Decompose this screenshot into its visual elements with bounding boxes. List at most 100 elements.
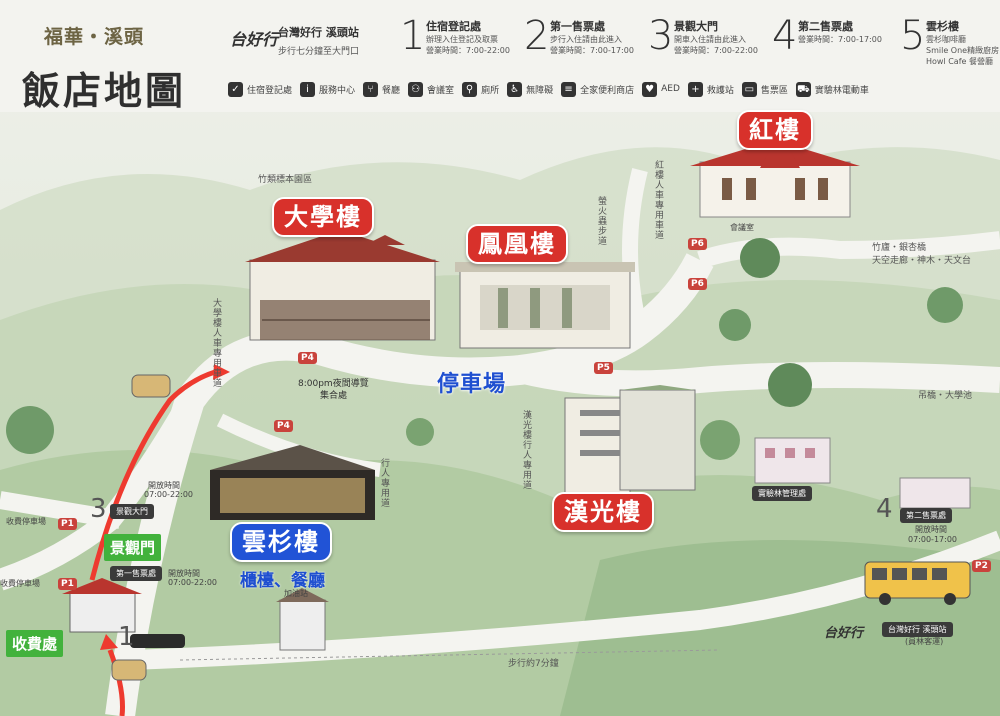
phoenix-sign: 鳳凰樓 <box>466 224 568 264</box>
store-icon: ≡ <box>561 81 577 97</box>
gas-station-label: 加油站 <box>284 589 308 598</box>
legend-label: 住宿登記處 <box>247 85 293 96</box>
scenic-gate-pill: 景觀大門 <box>110 504 154 519</box>
meeting-icon: ⚇ <box>408 81 424 97</box>
hanguang-sign: 漢光樓 <box>552 492 654 532</box>
cart-icon: ⛟ <box>795 81 811 97</box>
legend-label: 廁所 <box>481 85 500 96</box>
open-time-b-label: 開放時間 <box>168 569 200 578</box>
step-hours: 營業時間：7:00-22:00 <box>674 46 758 55</box>
legend-item: ⚇會議室 <box>408 81 455 97</box>
legend-label: 實驗林電動車 <box>814 85 869 96</box>
parking-badge-p1: P1 <box>58 578 77 590</box>
restroom-icon: ⚲ <box>462 81 478 97</box>
open-hours-a-label: 07:00-22:00 <box>144 490 193 499</box>
step-desc: 雲杉咖啡廳 <box>926 35 966 44</box>
yunshan-subtitle: 櫃檯、餐廳 <box>240 571 325 591</box>
firefly-path-label: 螢火蟲步道 <box>596 196 606 246</box>
step-title: 雲杉樓 <box>926 20 959 33</box>
legend-item: ✓ 住宿登記處 <box>228 81 293 97</box>
meeting-point-label: 集合處 <box>320 391 348 401</box>
red-house-sign: 紅樓 <box>737 110 813 150</box>
legend-label: 服務中心 <box>319 85 356 96</box>
fork-knife-icon: ⑂ <box>363 81 379 97</box>
step-desc: 辦理入住登記及取票 <box>426 35 498 44</box>
toll-green-label: 收費處 <box>6 630 64 657</box>
mgmt-office-label: 實驗林管理處 <box>752 486 812 501</box>
step-1: 1 住宿登記處 辦理入住登記及取票 營業時間：7:00-22:00 <box>400 16 520 72</box>
legend-label: 會議室 <box>427 85 455 96</box>
step-number: 5 <box>900 13 926 59</box>
bamboo-garden-label: 竹類標本園區 <box>258 175 313 185</box>
fee-parking-2-label: 收費停車場 <box>0 579 40 588</box>
scenic-gate-green-label: 景觀門 <box>104 534 162 561</box>
legend-label: 餐廳 <box>382 85 401 96</box>
parking-badge-p6: P6 <box>688 238 707 250</box>
bus-logo-small: 台好行 <box>824 626 864 641</box>
step-title: 景觀大門 <box>674 20 718 33</box>
logo-station: 台灣好行 溪頭站 <box>278 26 359 39</box>
legend-label: 救護站 <box>706 85 734 96</box>
step-desc: 開車入住請由此進入 <box>674 35 746 44</box>
step-4: 4 第二售票處 營業時間：7:00-17:00 <box>772 16 892 72</box>
step-hours: 營業時間：7:00-17:00 <box>798 35 882 44</box>
step-number: 2 <box>524 13 550 59</box>
step-title: 第一售票處 <box>550 20 605 33</box>
open-hours-2-label: 07:00-17:00 <box>908 535 957 544</box>
bus-stop-label: 台灣好行 溪頭站 <box>882 622 953 637</box>
university-road-label: 大學樓人車專用車道 <box>211 298 221 388</box>
check-icon: ✓ <box>228 81 243 97</box>
step-desc: 步行入住請由此進入 <box>550 35 622 44</box>
page-title: 飯店地圖 <box>22 68 187 113</box>
legend-item: ⑂餐廳 <box>363 81 401 97</box>
pedestrian-label: 行人專用道 <box>379 458 389 508</box>
yunshan-sign: 雲杉樓 <box>230 522 332 562</box>
logo-walk: 步行七分鐘至大門口 <box>278 47 360 57</box>
parking-badge-p2: P2 <box>972 560 991 572</box>
bus-sub-label: (員林客運) <box>905 637 944 646</box>
second-ticket-label: 第二售票處 <box>900 508 952 523</box>
open-time-a-label: 開放時間 <box>148 481 180 490</box>
bus-logo: 台好行 台灣好行 溪頭站 步行七分鐘至大門口 <box>230 18 380 78</box>
brand-subtitle: 福華・溪頭 <box>44 26 145 48</box>
parking-badge-p6: P6 <box>688 278 707 290</box>
skywalk-label: 天空走廊・神木・天文台 <box>872 256 972 266</box>
meeting-room-label: 會議室 <box>730 223 754 232</box>
legend-item: ▭售票區 <box>741 81 788 97</box>
legend-label: 售票區 <box>760 85 788 96</box>
info-icon: i <box>300 81 316 97</box>
parking-lot-label: 停車場 <box>437 372 507 397</box>
night-tour-label: 8:00pm夜間導覽 <box>298 379 369 389</box>
marker-1: 1 <box>118 622 135 652</box>
parking-badge-p5: P5 <box>594 362 613 374</box>
marker-3: 3 <box>90 494 107 524</box>
step-5: 5 雲杉樓 雲杉咖啡廳 Smile One精緻廚房 Howl Cafe 餐營廳 <box>900 13 1000 72</box>
open-hours-b-label: 07:00-22:00 <box>168 578 217 587</box>
parking-badge-p1: P1 <box>58 518 77 530</box>
step-number: 3 <box>648 13 674 59</box>
legend-label: 無障礙 <box>526 85 554 96</box>
legend-item: +救護站 <box>687 81 734 97</box>
first-aid-icon: + <box>687 81 703 97</box>
bamboo-road-label: 竹廬・銀杏橋 <box>872 243 927 253</box>
ticket-icon: ▭ <box>741 81 757 97</box>
open-time-2-label: 開放時間 <box>915 525 947 534</box>
suspension-label: 吊橋・大學池 <box>918 391 973 401</box>
legend-item: ♥AED <box>642 81 680 97</box>
step-desc-2: Smile One精緻廚房 <box>926 46 1000 55</box>
fee-parking-1-label: 收費停車場 <box>6 517 46 526</box>
legend-label: 全家便利商店 <box>580 85 635 96</box>
aed-icon: ♥ <box>642 81 658 97</box>
legend-item: ≡全家便利商店 <box>561 81 635 97</box>
legend-item: ⛟實驗林電動車 <box>795 81 869 97</box>
step-number: 1 <box>400 13 426 59</box>
first-ticket-pill: 第一售票處 <box>110 566 162 581</box>
university-sign: 大學樓 <box>272 197 374 237</box>
step-2: 2 第一售票處 步行入住請由此進入 營業時間：7:00-17:00 <box>524 16 644 72</box>
step-hours: 營業時間：7:00-22:00 <box>426 46 510 55</box>
legend-item: ♿無障礙 <box>507 81 554 97</box>
